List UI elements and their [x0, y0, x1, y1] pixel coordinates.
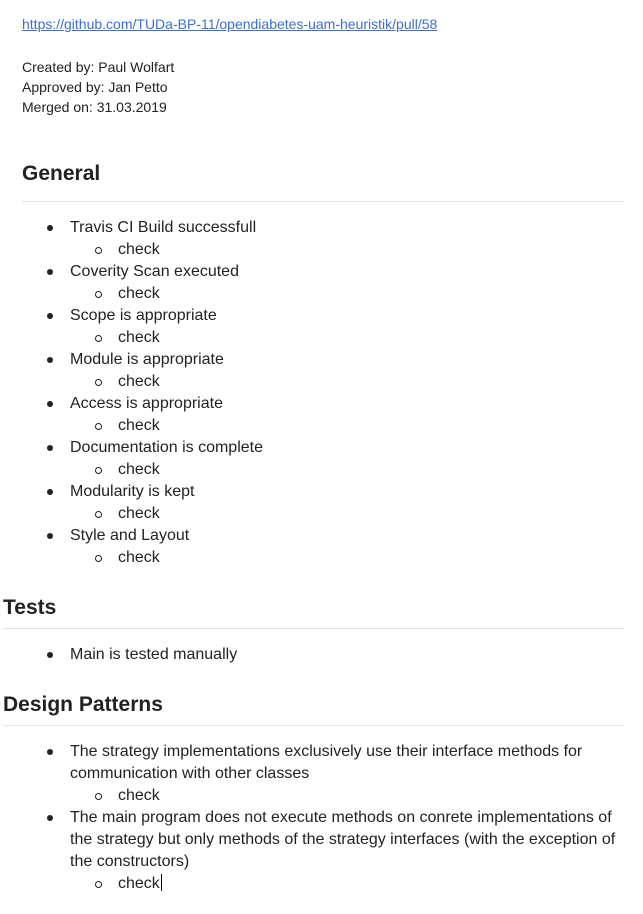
list-item: Travis CI Build successfull check [0, 217, 643, 261]
list-item: The strategy implementations exclusively… [0, 741, 643, 807]
tests-checklist: Main is tested manually [0, 644, 643, 666]
merged-on-text: Merged on: 31.03.2019 [22, 99, 167, 115]
metadata-block: Created by: Paul Wolfart Approved by: Ja… [22, 57, 174, 117]
created-by-text: Created by: Paul Wolfart [22, 59, 175, 75]
sub-list-item: check [70, 371, 621, 393]
design-patterns-divider [3, 725, 624, 726]
sub-list-item: check [70, 239, 621, 261]
design-patterns-heading: Design Patterns [3, 693, 163, 716]
editable-check-text: check [118, 875, 160, 892]
general-divider [22, 201, 624, 202]
sub-list-item[interactable]: check [70, 873, 621, 895]
list-item: Module is appropriate check [0, 349, 643, 393]
design-patterns-checklist: The strategy implementations exclusively… [0, 741, 643, 895]
sub-list-item: check [70, 503, 621, 525]
list-item: Access is appropriate check [0, 393, 643, 437]
sub-list-item: check [70, 459, 621, 481]
list-item: Scope is appropriate check [0, 305, 643, 349]
tests-heading: Tests [3, 596, 57, 619]
pull-request-link[interactable]: https://github.com/TUDa-BP-11/opendiabet… [22, 16, 438, 32]
general-checklist: Travis CI Build successfull check Coveri… [0, 217, 643, 569]
general-heading: General [22, 162, 101, 185]
list-item: Modularity is kept check [0, 481, 643, 525]
sub-list-item: check [70, 415, 621, 437]
sub-list-item: check [70, 283, 621, 305]
tests-divider [3, 628, 624, 629]
list-item: The main program does not execute method… [0, 807, 643, 895]
list-item: Main is tested manually [0, 644, 643, 666]
sub-list-item: check [70, 327, 621, 349]
list-item: Style and Layout check [0, 525, 643, 569]
sub-list-item: check [70, 785, 621, 807]
sub-list-item: check [70, 547, 621, 569]
approved-by-text: Approved by: Jan Petto [22, 79, 168, 95]
list-item: Coverity Scan executed check [0, 261, 643, 305]
list-item: Documentation is complete check [0, 437, 643, 481]
text-cursor [160, 874, 162, 891]
